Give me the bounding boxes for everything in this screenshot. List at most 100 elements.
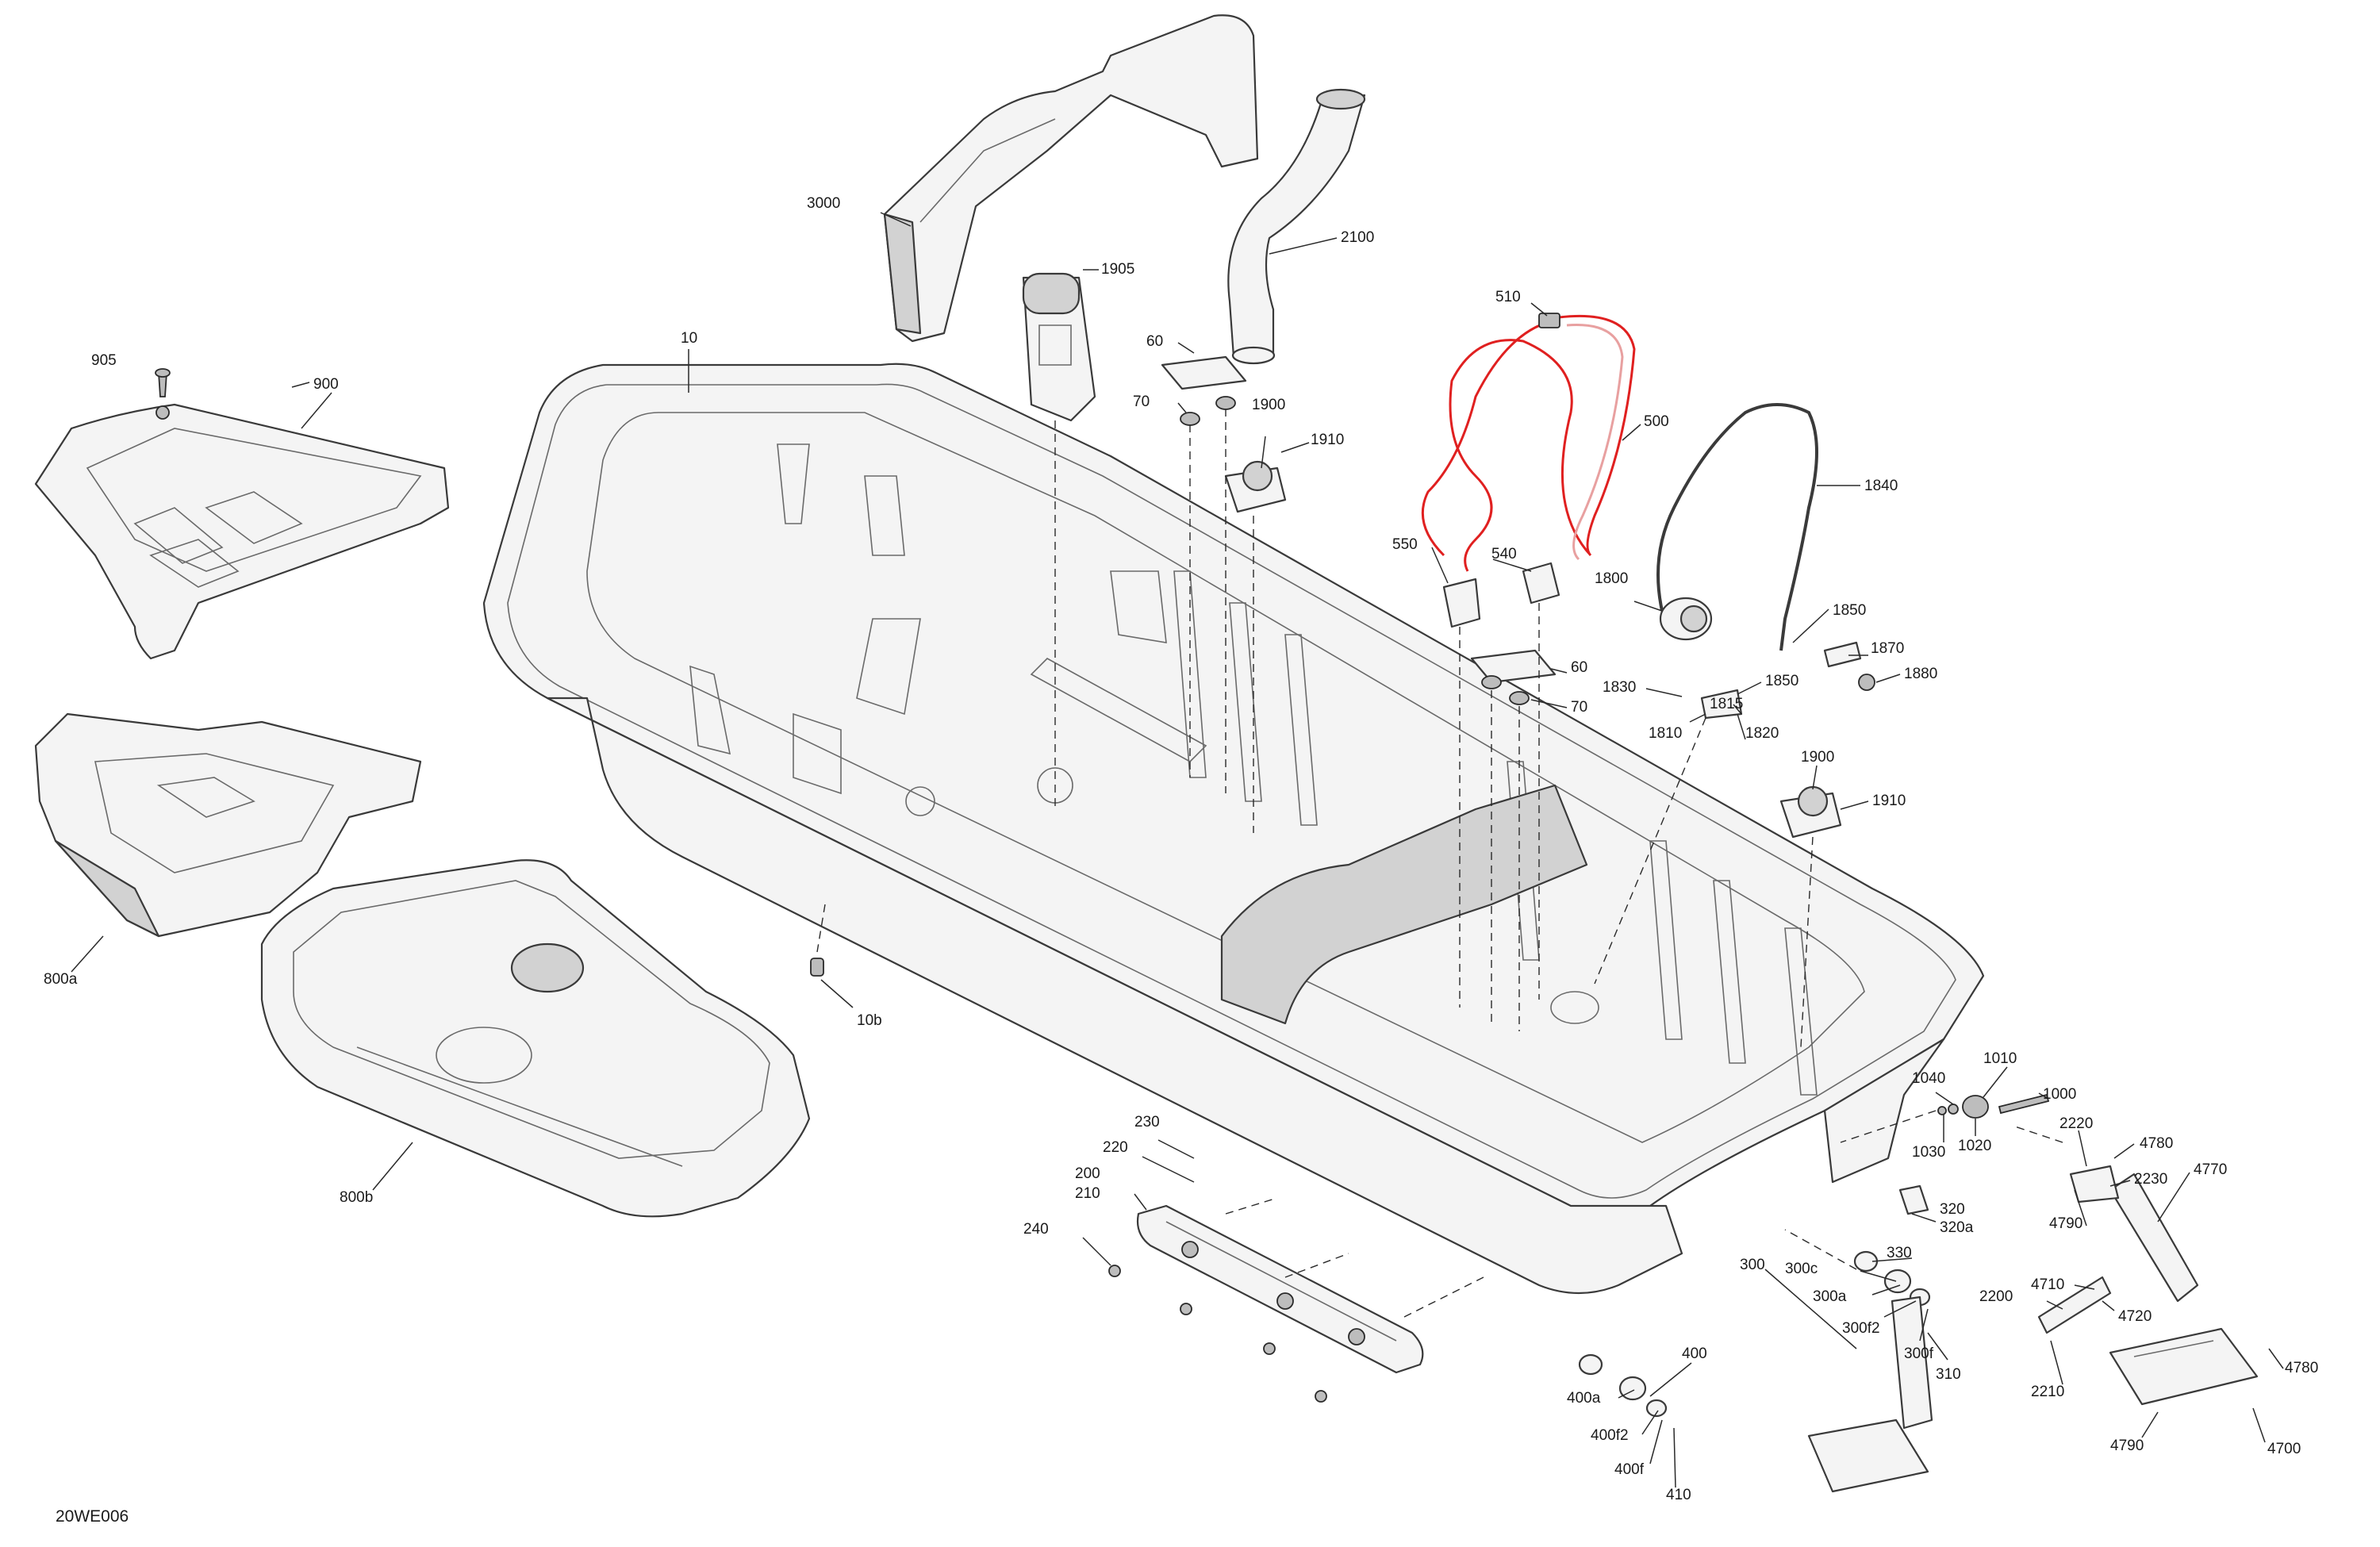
callout-4700: 4700 bbox=[2267, 1441, 2301, 1457]
callout-1800: 1800 bbox=[1595, 570, 1628, 587]
callout-1850-upper: 1850 bbox=[1833, 602, 1866, 619]
part-550-switch bbox=[1442, 578, 1481, 628]
callout-240: 240 bbox=[1023, 1221, 1049, 1238]
part-540-bracket bbox=[1522, 562, 1560, 605]
callout-400f: 400f bbox=[1614, 1461, 1645, 1478]
callout-400f2: 400f2 bbox=[1591, 1427, 1629, 1444]
callout-10b: 10b bbox=[857, 1012, 882, 1029]
part-4700-trim-tab bbox=[2109, 1327, 2259, 1406]
callout-220: 220 bbox=[1103, 1139, 1128, 1156]
callout-310: 310 bbox=[1936, 1366, 1961, 1383]
callout-labels: 3000 2100 1905 10 60 70 1900 1910 905 90… bbox=[44, 195, 2318, 1503]
callout-320: 320 bbox=[1940, 1201, 1965, 1218]
part-200-ride-plate bbox=[1136, 1204, 1424, 1374]
part-1900-vent-lower bbox=[1779, 785, 1842, 839]
callout-1905: 1905 bbox=[1101, 261, 1134, 278]
part-1800-pump bbox=[1659, 597, 1713, 641]
callout-900: 900 bbox=[313, 376, 339, 393]
leader-lines bbox=[71, 212, 2284, 1488]
callout-905: 905 bbox=[91, 352, 117, 369]
part-1870-fitting bbox=[1823, 641, 1875, 691]
callout-2210: 2210 bbox=[2031, 1384, 2064, 1400]
callout-1830: 1830 bbox=[1603, 679, 1636, 696]
callout-300c: 300c bbox=[1785, 1261, 1818, 1277]
callout-300: 300 bbox=[1740, 1257, 1765, 1273]
callout-200: 200 bbox=[1075, 1165, 1100, 1182]
part-400-steering-assembly bbox=[1578, 1353, 1668, 1418]
callout-4720: 4720 bbox=[2118, 1308, 2152, 1325]
part-60-plate-upper bbox=[1161, 355, 1247, 390]
callout-1030: 1030 bbox=[1912, 1144, 1945, 1161]
part-800b-storage-bin bbox=[260, 859, 811, 1218]
part-4710-trim-tab-bottom bbox=[1807, 1296, 1933, 1493]
callout-550: 550 bbox=[1392, 536, 1418, 553]
callout-1910-upper: 1910 bbox=[1311, 432, 1344, 448]
part-70-grommet-upper bbox=[1180, 396, 1236, 426]
callout-1820: 1820 bbox=[1745, 725, 1779, 742]
callout-3000: 3000 bbox=[807, 195, 840, 212]
callout-1020: 1020 bbox=[1958, 1138, 1991, 1154]
callout-1840: 1840 bbox=[1864, 478, 1898, 494]
alignment-lines bbox=[816, 409, 2063, 1318]
part-4770-actuator-rod bbox=[2069, 1165, 2199, 1303]
callout-4770: 4770 bbox=[2194, 1161, 2227, 1178]
callout-1850-lower: 1850 bbox=[1765, 673, 1798, 689]
callout-800b: 800b bbox=[340, 1189, 373, 1206]
part-1905-intake bbox=[1022, 272, 1096, 422]
part-900-front-tray bbox=[34, 403, 450, 660]
callout-300a: 300a bbox=[1813, 1288, 1847, 1305]
callout-330: 330 bbox=[1887, 1245, 1912, 1261]
callout-10: 10 bbox=[681, 330, 697, 347]
callout-1910-lower: 1910 bbox=[1872, 793, 1906, 809]
part-10b-drain-plug bbox=[810, 958, 824, 977]
callout-1900-lower: 1900 bbox=[1801, 749, 1834, 766]
callout-320a: 320a bbox=[1940, 1219, 1974, 1236]
callout-70-upper: 70 bbox=[1133, 393, 1150, 410]
hull-part-10 bbox=[482, 363, 1985, 1295]
part-3000-side-panel bbox=[883, 14, 1259, 343]
callout-1900-upper: 1900 bbox=[1252, 397, 1285, 413]
callout-4780-lower: 4780 bbox=[2285, 1360, 2318, 1376]
callout-500: 500 bbox=[1644, 413, 1669, 430]
part-1000-bolt bbox=[1937, 1093, 2050, 1119]
drawing-id: 20WE006 bbox=[56, 1507, 129, 1526]
callout-2100: 2100 bbox=[1341, 229, 1374, 246]
callout-60-upper: 60 bbox=[1146, 333, 1163, 350]
callout-410: 410 bbox=[1666, 1487, 1691, 1503]
callout-1815: 1815 bbox=[1710, 696, 1743, 712]
callout-540: 540 bbox=[1491, 546, 1517, 562]
callout-4710: 4710 bbox=[2031, 1276, 2064, 1293]
callout-300f2: 300f2 bbox=[1842, 1320, 1880, 1337]
callout-2200: 2200 bbox=[1979, 1288, 2013, 1305]
part-500-wire-harness bbox=[1421, 314, 1636, 572]
callout-230: 230 bbox=[1134, 1114, 1160, 1130]
part-240-screws bbox=[1108, 1265, 1327, 1403]
callout-400a: 400a bbox=[1567, 1390, 1601, 1407]
part-510-connector bbox=[1538, 313, 1560, 328]
part-905-screw bbox=[155, 368, 171, 397]
callout-1000: 1000 bbox=[2043, 1086, 2076, 1103]
part-60-plate-lower bbox=[1470, 649, 1557, 684]
callout-400: 400 bbox=[1682, 1345, 1707, 1362]
callout-70-lower: 70 bbox=[1571, 699, 1587, 716]
callout-4780-upper: 4780 bbox=[2140, 1135, 2173, 1152]
callout-4790-upper: 4790 bbox=[2049, 1215, 2082, 1232]
callout-1870: 1870 bbox=[1871, 640, 1904, 657]
part-2200-bracket bbox=[2037, 1276, 2112, 1334]
part-800a-foam-insert bbox=[34, 712, 422, 938]
callout-1880: 1880 bbox=[1904, 666, 1937, 682]
callout-4790-lower: 4790 bbox=[2110, 1438, 2144, 1454]
callout-2230: 2230 bbox=[2134, 1171, 2167, 1188]
callout-1810: 1810 bbox=[1649, 725, 1682, 742]
callout-60-lower: 60 bbox=[1571, 659, 1587, 676]
callout-210: 210 bbox=[1075, 1185, 1100, 1202]
callout-510: 510 bbox=[1495, 289, 1521, 305]
part-70-grommet-lower bbox=[1481, 675, 1530, 705]
callout-1040: 1040 bbox=[1912, 1070, 1945, 1087]
callout-800a: 800a bbox=[44, 971, 78, 988]
part-2100-duct bbox=[1227, 88, 1366, 365]
callout-300f: 300f bbox=[1904, 1345, 1934, 1362]
callout-2220: 2220 bbox=[2059, 1115, 2093, 1132]
